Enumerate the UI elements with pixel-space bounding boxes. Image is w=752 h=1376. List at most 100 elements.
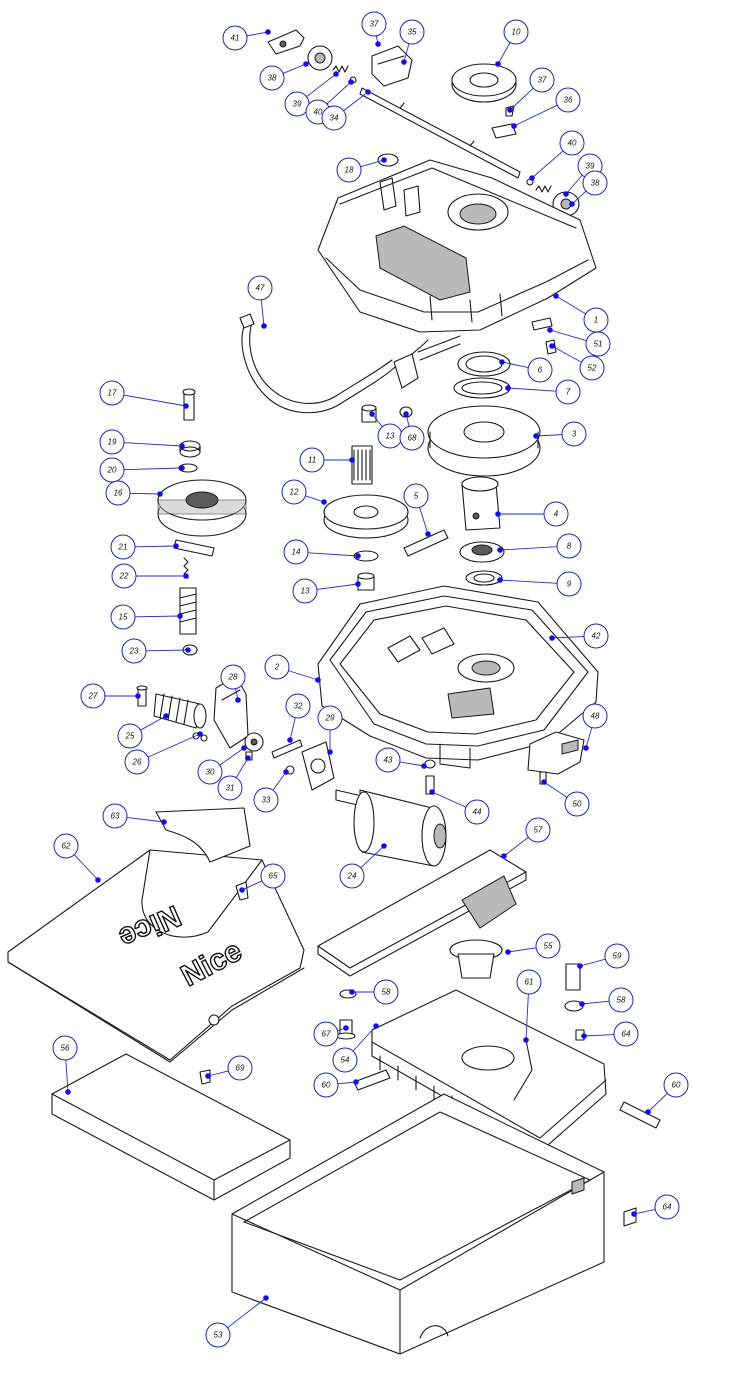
callout-bubble [361,11,387,37]
callout-bubble [555,379,581,405]
leader-line [123,467,183,471]
part-number-label: 37 [538,76,547,85]
leader-line [551,636,585,639]
callout-64: 64 [631,1194,680,1220]
callout-37: 37 [361,11,387,47]
callout-bubble [264,654,290,680]
callout-bubble [516,969,542,995]
part-number-label: 38 [268,74,277,83]
callout-39: 39 [284,71,339,117]
callout-48: 48 [582,703,608,751]
callout-38: 38 [259,61,309,91]
part-number-label: 44 [473,808,482,817]
leader-line [288,670,319,681]
leader-line [134,615,181,618]
part-number-label: 37 [370,20,379,29]
part-number-label: 28 [228,673,238,682]
callout-bubble [373,979,399,1005]
callout-35: 35 [399,19,425,65]
leader-line [585,727,593,749]
part-number-label: 64 [622,1030,631,1039]
leader-dot [381,843,387,849]
leader-line [219,747,245,766]
part-number-label: 53 [214,1331,223,1340]
leader-dot [373,1023,379,1029]
rail-57 [317,849,527,977]
leader-dot [501,853,507,859]
part-number-label: 3 [572,430,577,439]
leader-dot [173,543,179,549]
leader-line [260,299,265,327]
leader-dot [239,887,245,893]
leader-dot [511,123,517,129]
leader-dot [403,411,409,417]
callout-bubble [283,539,309,565]
leader-line [633,1209,656,1215]
part-number-label: 42 [592,632,601,641]
part-number-label: 2 [274,663,280,672]
callout-bubble [80,683,106,709]
callout-20: 20 [99,457,185,483]
callout-bubble [222,25,248,51]
leader-line [513,104,558,127]
leader-dot [533,433,539,439]
callout-16: 16 [105,480,163,506]
leader-dot [577,963,583,969]
callout-bubble [260,863,286,889]
callout-28: 28 [220,664,246,703]
callout-58: 58 [579,987,634,1013]
leader-line [272,771,287,791]
part-number-label: 12 [290,488,299,497]
part-number-label: 52 [588,364,597,373]
part-number-label: 13 [386,432,395,441]
leader-dot [499,359,505,365]
leader-dot [177,613,183,619]
callout-61: 61 [516,969,542,1043]
leader-dot [365,89,371,95]
leader-line [227,1297,267,1329]
leader-line [140,715,167,731]
callout-bubble [559,130,585,156]
leader-dot [581,1033,587,1039]
part-number-label: 7 [566,388,571,397]
callout-bubble [111,563,137,589]
callout-5: 5 [403,483,431,537]
callout-65: 65 [239,863,286,893]
leader-dot [507,107,513,113]
leader-line [306,73,337,98]
part-number-label: 40 [568,139,577,148]
part-number-label: 32 [294,702,303,711]
leader-line [531,150,564,179]
part-number-label: 61 [525,978,534,987]
part-number-label: 22 [119,572,129,581]
part-number-label: 5 [414,492,419,501]
leader-line [583,1034,615,1037]
leader-dot [353,1079,359,1085]
leader-dot [287,737,293,743]
part-number-label: 21 [118,543,128,552]
part-number-label: 69 [236,1064,245,1073]
callout-7: 7 [505,379,581,405]
part-number-label: 27 [88,692,98,701]
part-number-label: 51 [594,340,603,349]
leader-line [501,361,529,368]
callout-47: 47 [247,275,273,329]
callout-bubble [321,105,347,131]
part-number-label: 60 [322,1081,331,1090]
callout-41: 41 [222,25,271,51]
part-number-label: 10 [512,28,521,37]
part-number-label: 13 [301,587,310,596]
leader-line [73,854,99,881]
leader-line [503,836,529,857]
leader-dot [315,677,321,683]
callout-bubble [99,380,125,406]
leader-line [507,947,537,953]
leader-line [525,993,529,1041]
callout-15: 15 [110,604,183,630]
callout-19: 19 [99,429,185,455]
callout-bubble [259,65,285,91]
leader-line [343,91,369,112]
leader-dot [303,61,309,67]
part-number-label: 1 [594,316,598,325]
leader-dot [547,327,553,333]
